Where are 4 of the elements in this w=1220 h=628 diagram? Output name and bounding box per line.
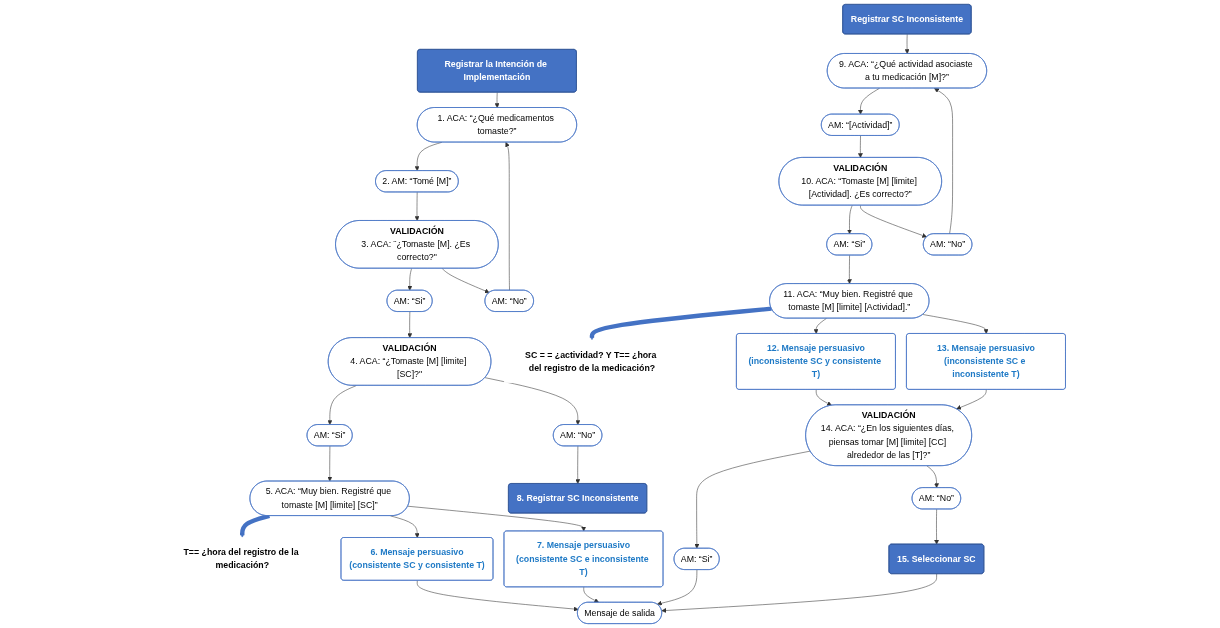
arrow — [239, 513, 270, 538]
node-text: SC = = ¿actividad? Y T== ¿hora del registro de la medicación? — [525, 349, 657, 373]
node-text: T== ¿hora del registro de la medicación? — [183, 547, 299, 570]
arrow — [589, 306, 772, 341]
